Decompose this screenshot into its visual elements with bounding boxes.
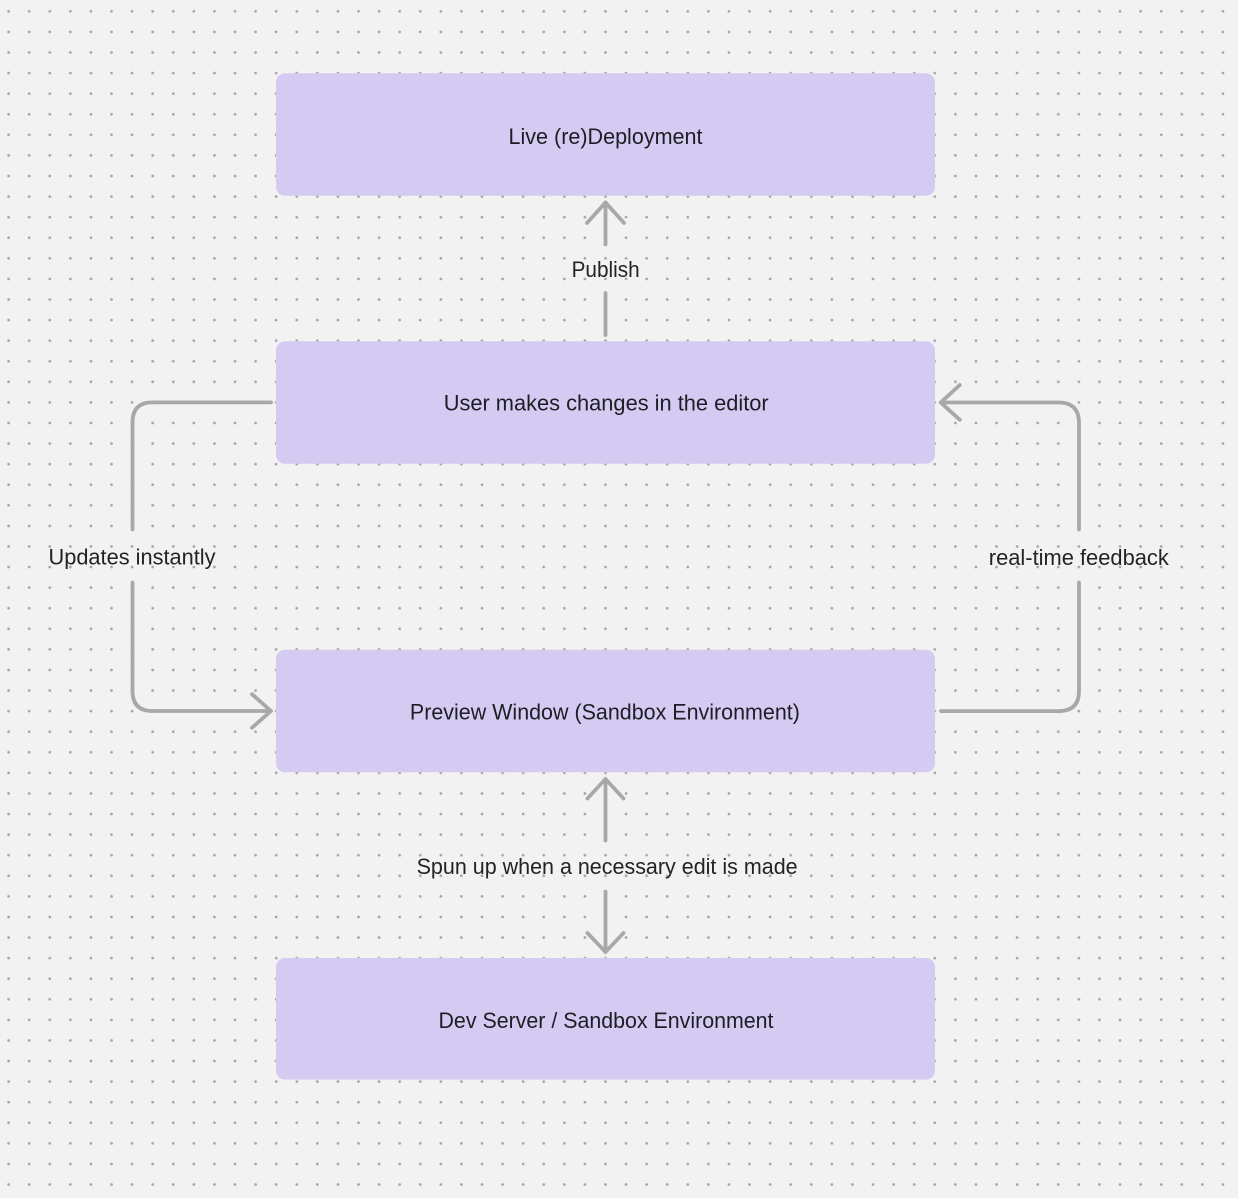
svg-text:Live (re)Deployment: Live (re)Deployment <box>509 124 703 149</box>
svg-text:Dev Server / Sandbox Environme: Dev Server / Sandbox Environment <box>439 1008 774 1033</box>
svg-text:Publish: Publish <box>572 257 640 282</box>
svg-text:Updates instantly: Updates instantly <box>49 545 216 570</box>
svg-text:real-time feedback: real-time feedback <box>989 545 1170 570</box>
svg-text:User makes changes in the edit: User makes changes in the editor <box>444 391 769 416</box>
svg-text:Spun up when a necessary edit: Spun up when a necessary edit is made <box>417 854 798 879</box>
svg-text:Preview Window (Sandbox Enviro: Preview Window (Sandbox Environment) <box>410 700 800 725</box>
